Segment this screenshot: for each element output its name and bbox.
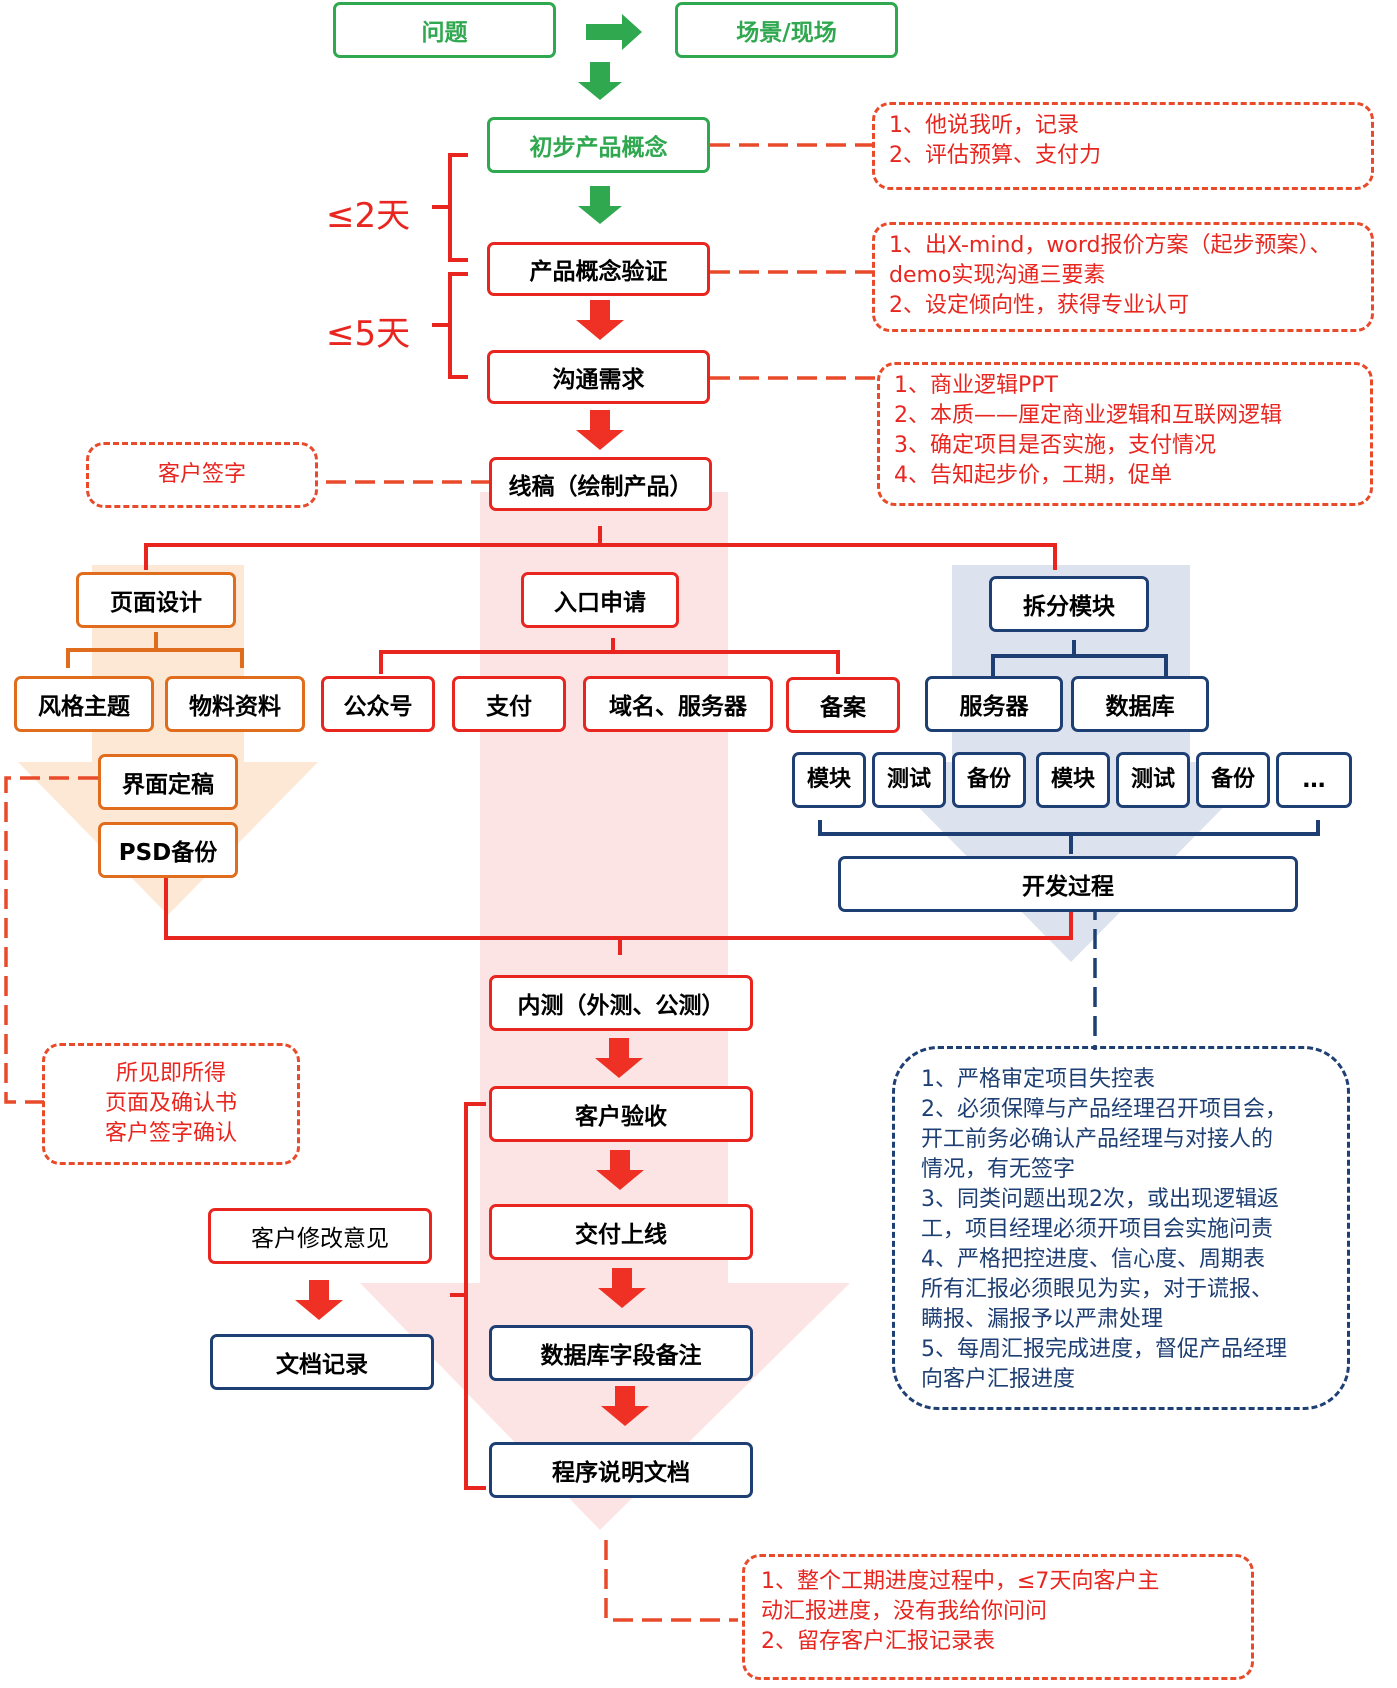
design-bracket (66, 632, 244, 668)
note-line: 动汇报进度，没有我给你问问 (761, 1599, 1048, 1624)
step-acceptance: 客户验收 (489, 1086, 753, 1142)
note-verify: 1、出X-mind，word报价方案（起步预案）、 demo实现沟通三要素 2、… (872, 222, 1374, 332)
entry-payment: 支付 (452, 676, 566, 732)
note-line: 瞒报、漏报予以严肃处理 (921, 1307, 1164, 1332)
note-line: 客户签字 (157, 462, 246, 487)
note-line: 1、整个工期进度过程中，≤7天向客户主 (761, 1569, 1160, 1594)
note-dev-control: 1、严格审定项目失控表 2、必须保障与产品经理召开项目会， 开工前务必确认产品经… (892, 1046, 1350, 1410)
note-line: 2、设定倾向性，获得专业认可 (889, 293, 1189, 318)
arrow-down (596, 1150, 644, 1190)
arrow-down (598, 1268, 646, 1308)
note-line: 向客户汇报进度 (921, 1367, 1076, 1392)
note-line: 客户签字确认 (104, 1121, 237, 1146)
module-cell-test: 测试 (1116, 752, 1190, 808)
note-schedule: 1、整个工期进度过程中，≤7天向客户主 动汇报进度，没有我给你问问 2、留存客户… (742, 1554, 1254, 1680)
arrow-down (595, 1038, 643, 1078)
note-line: 3、确定项目是否实施，支付情况 (894, 433, 1216, 458)
step-wireframe: 线稿（绘制产品） (489, 457, 712, 511)
note-concept: 1、他说我听，记录 2、评估预算、支付力 (872, 102, 1374, 190)
entry-domain-server: 域名、服务器 (583, 676, 773, 732)
note-line: 工，项目经理必须开项目会实施问责 (921, 1217, 1274, 1242)
step-internal-test: 内测（外测、公测） (489, 975, 753, 1031)
design-psd-backup: PSD备份 (98, 822, 238, 878)
step-verify: 产品概念验证 (487, 242, 710, 296)
note-line: 2、本质——厘定商业逻辑和互联网逻辑 (894, 403, 1282, 428)
note-line: 2、评估预算、支付力 (889, 143, 1101, 168)
entry-wechat: 公众号 (321, 676, 435, 732)
step-delivery: 交付上线 (489, 1204, 753, 1260)
arrow-right (586, 14, 642, 50)
problem-box: 问题 (333, 2, 556, 58)
note-wysiwyg: 所见即所得 页面及确认书 客户签字确认 (42, 1043, 300, 1165)
doc-record: 文档记录 (210, 1334, 434, 1390)
note-line: 1、出X-mind，word报价方案（起步预案）、 (889, 233, 1332, 258)
design-title: 页面设计 (76, 572, 236, 628)
note-client-sign: 客户签字 (86, 442, 318, 508)
step-communicate: 沟通需求 (487, 350, 710, 404)
arrow-down (601, 1386, 649, 1426)
arrow-down (578, 186, 622, 224)
entry-title: 入口申请 (521, 572, 679, 628)
arrow-down (295, 1280, 343, 1320)
duration-2-days: ≤2天 (326, 196, 411, 236)
arrow-down (578, 62, 622, 100)
step-db-notes: 数据库字段备注 (489, 1325, 753, 1381)
module-cell-backup: 备份 (952, 752, 1026, 808)
note-line: 3、同类问题出现2次，或出现逻辑返 (921, 1187, 1279, 1212)
note-line: 1、严格审定项目失控表 (921, 1067, 1155, 1092)
design-material: 物料资料 (165, 676, 305, 732)
note-line: 1、商业逻辑PPT (894, 373, 1058, 398)
module-cell-test: 测试 (872, 752, 946, 808)
module-cell-module: 模块 (792, 752, 866, 808)
modules-database: 数据库 (1071, 676, 1209, 732)
note-line: 开工前务必确认产品经理与对接人的 (921, 1127, 1274, 1152)
scene-box: 场景/现场 (675, 2, 898, 58)
note-line: 所见即所得 (115, 1061, 226, 1086)
design-style: 风格主题 (14, 676, 154, 732)
duration-brace (432, 153, 468, 262)
note-line: 4、告知起步价，工期，促单 (894, 463, 1172, 488)
duration-brace (432, 272, 468, 379)
step-program-doc: 程序说明文档 (489, 1442, 753, 1498)
note-line: 所有汇报必须眼见为实，对于谎报、 (921, 1277, 1274, 1302)
module-cell-backup: 备份 (1196, 752, 1270, 808)
design-ui-final: 界面定稿 (98, 754, 238, 810)
step-concept: 初步产品概念 (487, 117, 710, 173)
dev-process: 开发过程 (838, 856, 1298, 912)
client-changes: 客户修改意见 (208, 1208, 432, 1264)
note-line: 2、留存客户汇报记录表 (761, 1629, 995, 1654)
note-line: 情况，有无签字 (921, 1157, 1076, 1182)
note-line: 页面及确认书 (104, 1091, 237, 1116)
note-line: 2、必须保障与产品经理召开项目会， (921, 1097, 1287, 1122)
arrow-down (576, 300, 624, 340)
note-communicate: 1、商业逻辑PPT 2、本质——厘定商业逻辑和互联网逻辑 3、确定项目是否实施，… (877, 362, 1373, 506)
note-line: 5、每周汇报完成进度，督促产品经理 (921, 1337, 1287, 1362)
module-cell-module: 模块 (1036, 752, 1110, 808)
modules-server: 服务器 (925, 676, 1063, 732)
duration-5-days: ≤5天 (326, 314, 411, 354)
note-line: 1、他说我听，记录 (889, 113, 1079, 138)
note-line: demo实现沟通三要素 (889, 263, 1106, 288)
modules-title: 拆分模块 (989, 576, 1149, 632)
entry-filing: 备案 (786, 677, 900, 733)
module-cell-more: … (1276, 752, 1352, 808)
note-line: 4、严格把控进度、信心度、周期表 (921, 1247, 1265, 1272)
arrow-down (576, 410, 624, 450)
